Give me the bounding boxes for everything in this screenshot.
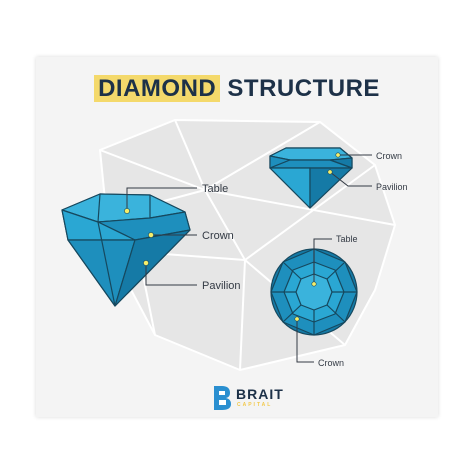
small-diamond-icon	[269, 147, 353, 209]
top-crown-label: Crown	[318, 358, 344, 368]
logo-subtitle: CAPITAL	[237, 402, 273, 408]
page-title: DIAMOND STRUCTURE	[0, 74, 474, 104]
large-crown-label: Crown	[202, 230, 234, 242]
leader-lines	[126, 154, 372, 363]
large-diamond-icon	[61, 193, 191, 307]
large-table-label: Table	[202, 183, 228, 195]
small-crown-label: Crown	[376, 151, 402, 161]
small-pavilion-label: Pavilion	[376, 182, 408, 192]
top-table-label: Table	[336, 234, 358, 244]
brait-logo-icon	[214, 386, 231, 410]
large-pavilion-label: Pavilion	[202, 280, 241, 292]
marker-dots	[124, 152, 341, 322]
title-rest: STRUCTURE	[227, 75, 380, 102]
top-view-diamond-icon	[270, 248, 358, 336]
logo-name: BRAIT	[236, 386, 284, 402]
title-highlight: DIAMOND	[94, 75, 221, 102]
